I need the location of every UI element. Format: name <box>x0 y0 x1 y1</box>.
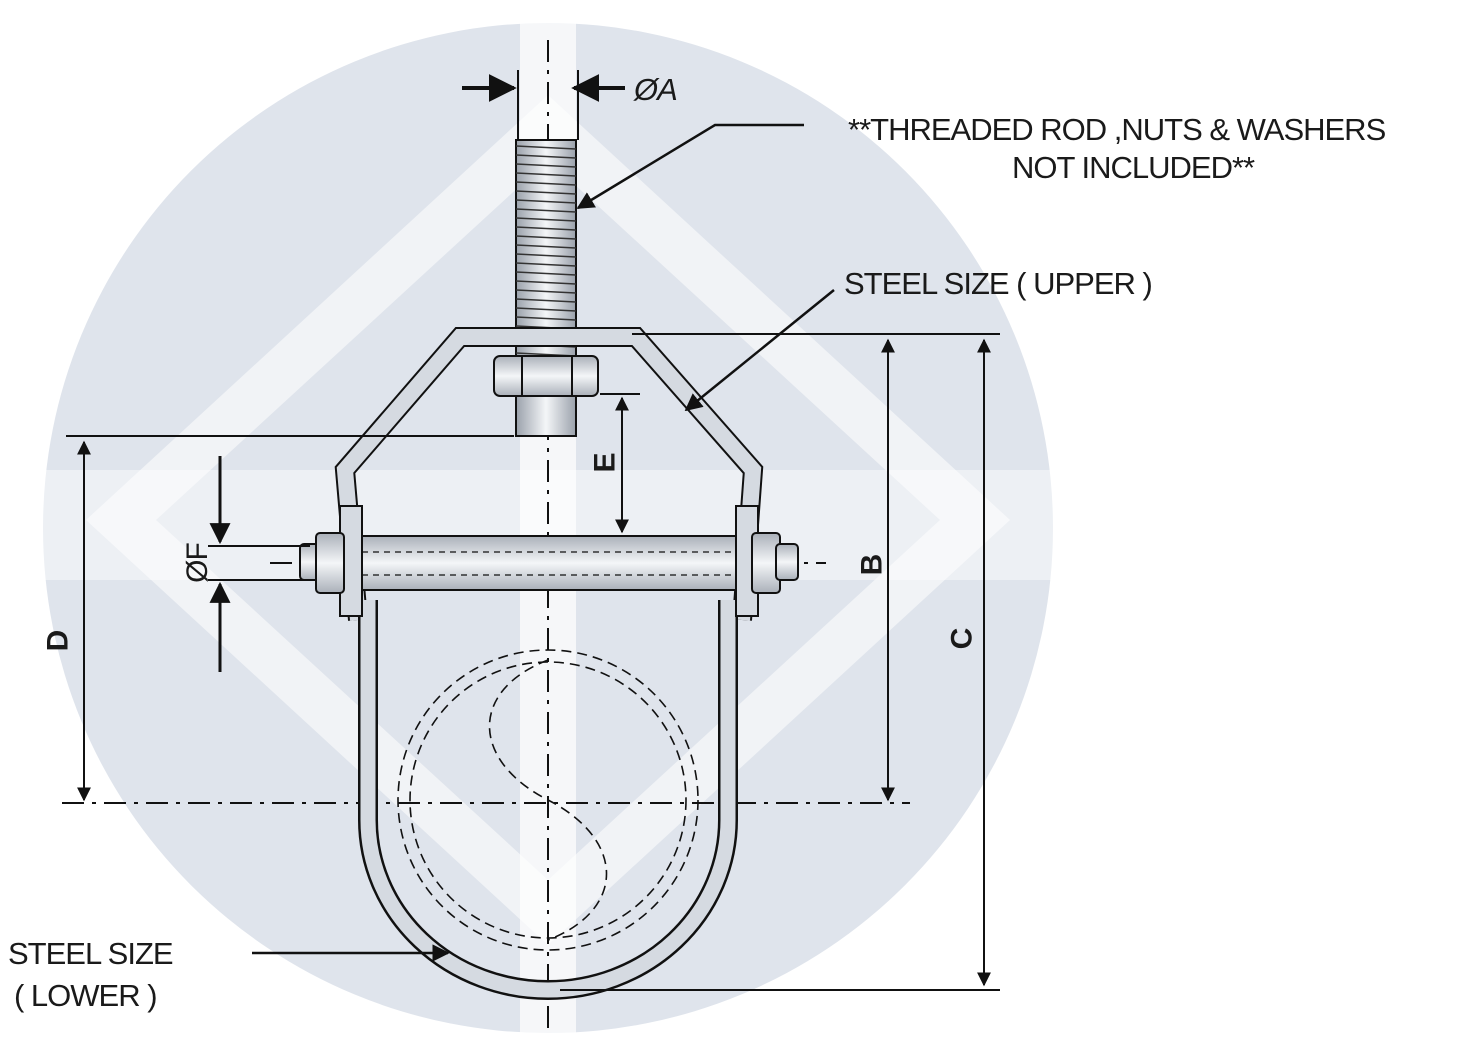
rod-note-line2: NOT INCLUDED** <box>1012 150 1255 185</box>
leader-lines <box>252 123 835 962</box>
dim-label-d: D <box>41 630 75 652</box>
dim-label-e: E <box>588 453 622 473</box>
rod-thread-line <box>515 262 577 267</box>
rod-thread-line <box>515 217 577 222</box>
rod-thread-line <box>515 307 577 312</box>
rod-thread-line <box>515 190 577 195</box>
rod-thread-line <box>515 154 577 159</box>
dim-label-a: ØA <box>634 72 678 107</box>
pipe-outline <box>397 649 699 951</box>
cross-bolt <box>299 532 799 594</box>
dim-label-f: ØF <box>180 543 214 583</box>
rod-thread-line <box>515 199 577 204</box>
rod-thread-line <box>515 289 577 294</box>
dimension-lines <box>66 74 1000 991</box>
rod-thread-line <box>515 235 577 240</box>
rod-thread-line <box>515 163 577 168</box>
rod-thread-line <box>515 271 577 276</box>
rod-thread-line <box>515 298 577 303</box>
rod-thread-line <box>515 253 577 258</box>
rod-nut <box>493 355 599 437</box>
lower-strap <box>358 600 738 1000</box>
steel-size-lower-label-line2: ( LOWER ) <box>14 978 158 1013</box>
rod-thread-line <box>515 226 577 231</box>
rod-thread-line <box>515 181 577 186</box>
rod-thread-line <box>515 208 577 213</box>
dim-label-b: B <box>855 554 889 576</box>
rod-thread-line <box>515 145 577 150</box>
rod-note-line1: **THREADED ROD ,NUTS & WASHERS <box>848 112 1386 147</box>
rod-thread-line <box>515 316 577 321</box>
steel-size-lower-label: STEEL SIZE <box>8 936 174 971</box>
steel-size-upper-label: STEEL SIZE ( UPPER ) <box>844 266 1153 301</box>
upper-strap <box>334 327 764 621</box>
rod-thread-line <box>515 280 577 285</box>
rod-thread-line <box>515 244 577 249</box>
dim-label-c: C <box>945 628 979 650</box>
rod-thread-line <box>515 172 577 177</box>
